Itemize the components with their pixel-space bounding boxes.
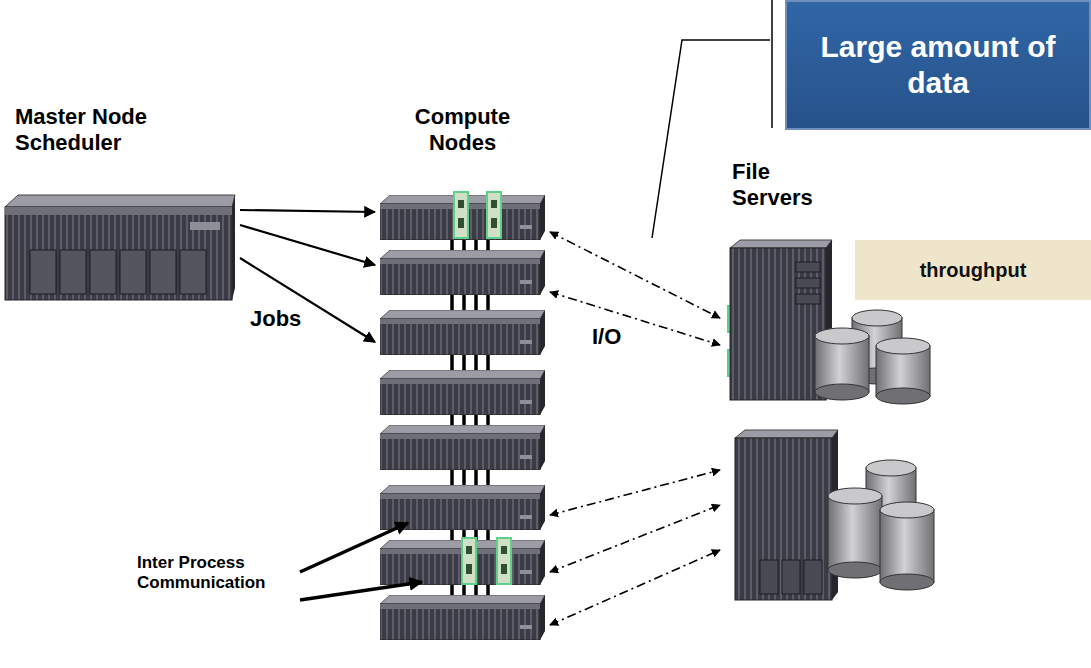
master-server <box>232 195 235 300</box>
disk-drives <box>852 310 902 326</box>
callout-leader <box>771 0 773 128</box>
card-chips <box>501 564 507 574</box>
io-connector <box>550 550 720 625</box>
note-box: throughput <box>855 240 1091 300</box>
disk-drives <box>828 562 882 578</box>
annotation-label: Inter Process Communication <box>135 553 299 594</box>
master-server <box>30 250 56 294</box>
disk-drives <box>828 460 934 590</box>
compute-servers <box>380 595 545 640</box>
compute-servers <box>380 425 545 470</box>
compute-servers <box>380 195 545 640</box>
card-chips <box>466 564 472 574</box>
master-server <box>150 250 176 294</box>
disk-drives <box>880 574 934 590</box>
master-server <box>60 250 86 294</box>
master-server <box>30 250 206 294</box>
master-server <box>5 207 232 215</box>
file-server-tower <box>796 262 820 272</box>
io-connector <box>550 470 720 515</box>
master-server <box>90 250 116 294</box>
node-text: File Servers <box>732 159 838 212</box>
file-server-tower <box>735 430 838 438</box>
compute-servers <box>380 310 545 355</box>
network-cards <box>454 192 468 238</box>
file-server-group: File Servers <box>720 155 850 610</box>
master-server <box>5 195 235 207</box>
card-chips <box>491 200 497 208</box>
job-arrow <box>240 210 375 212</box>
disk-drives <box>866 460 916 476</box>
flow-label: Jobs <box>248 306 303 332</box>
disk-drives <box>815 310 930 404</box>
job-arrow <box>240 225 375 265</box>
pointer-arrows <box>300 523 422 600</box>
master-server <box>5 195 235 300</box>
master-server <box>120 250 146 294</box>
callout-box: Large amount of data <box>785 0 1091 130</box>
card-chips <box>458 218 464 228</box>
file-server-tower <box>730 240 832 248</box>
network-cards <box>497 538 511 584</box>
file-server-tower <box>796 278 820 288</box>
node-text: Compute Nodes <box>388 104 538 157</box>
master-server <box>180 250 206 294</box>
card-chips <box>501 546 507 554</box>
file-server-tower <box>760 560 778 594</box>
card-chips <box>458 200 776 574</box>
node-text: Master Node Scheduler <box>15 104 175 157</box>
file-server-tower <box>735 430 838 600</box>
network-cards <box>462 538 476 584</box>
io-connector <box>550 292 720 345</box>
card-chips <box>458 200 464 208</box>
master-server <box>5 207 232 300</box>
compute-node-stack: Compute Nodes <box>375 100 550 660</box>
node-text: Large amount of data <box>798 29 1078 101</box>
disk-drives <box>876 388 930 404</box>
node-text: throughput <box>920 258 1027 282</box>
file-server-tower <box>760 560 822 594</box>
file-server-tower <box>730 248 826 400</box>
card-chips <box>491 218 497 228</box>
master-node: Master Node Scheduler <box>5 100 240 305</box>
disk-drives <box>815 384 869 400</box>
pointer-arrows <box>300 523 408 572</box>
io-connector <box>550 232 720 318</box>
pointer-arrows <box>300 582 422 600</box>
file-server-tower <box>804 560 822 594</box>
disk-drives <box>828 496 882 570</box>
file-server-tower <box>796 262 820 304</box>
compute-servers <box>380 370 545 415</box>
compute-servers <box>380 250 545 295</box>
job-arrow <box>240 258 375 342</box>
master-server <box>190 222 220 230</box>
disk-drives <box>815 328 869 344</box>
file-server-tower <box>796 294 820 304</box>
file-server-tower <box>782 560 800 594</box>
disk-drives <box>880 510 934 582</box>
disk-drives <box>876 338 930 354</box>
network-cards <box>487 192 501 238</box>
disk-drives <box>880 502 934 518</box>
card-chips <box>466 546 472 554</box>
flow-label: I/O <box>590 324 623 350</box>
file-server-tower <box>735 438 832 600</box>
disk-drives <box>828 488 882 504</box>
